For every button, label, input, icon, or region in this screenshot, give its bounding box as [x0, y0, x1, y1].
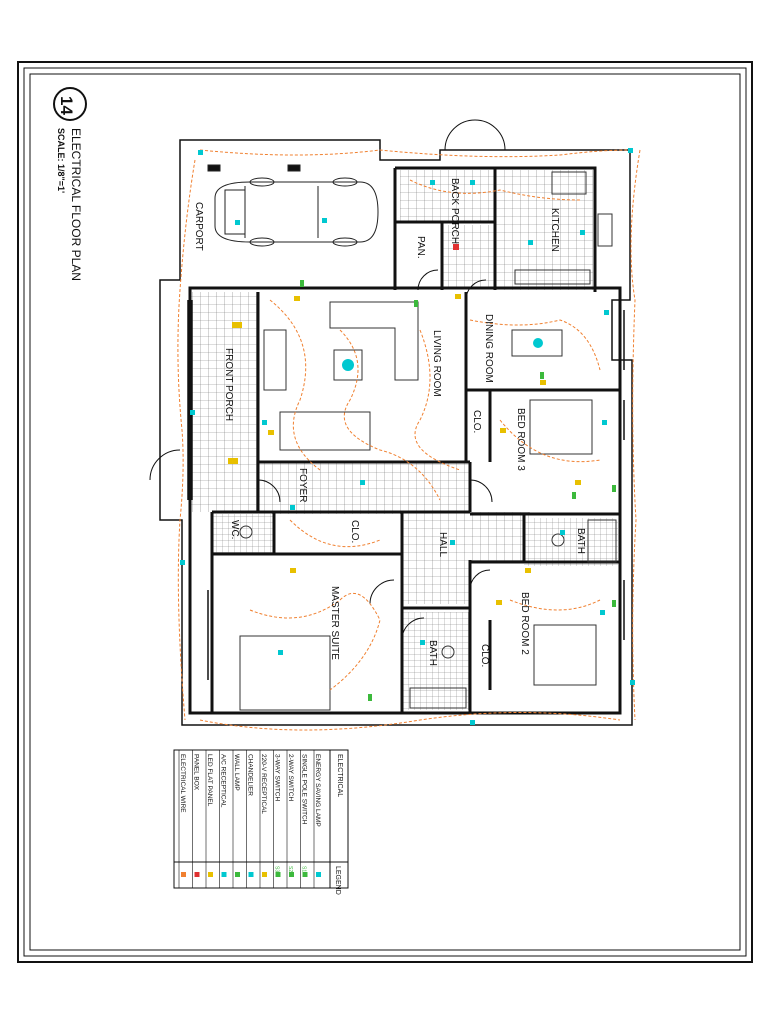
coffee-table	[333, 349, 363, 381]
toilet-bath-1	[551, 533, 565, 547]
sink	[597, 213, 613, 247]
car-icon	[207, 164, 379, 247]
label-closet-bed2: CLO.	[479, 644, 490, 667]
switch-icons	[300, 280, 616, 701]
legend-symbol	[316, 872, 321, 877]
label-bed-room-2: BED ROOM 2	[519, 592, 530, 655]
title-block: 14 ELECTRICAL FLOOR PLAN SCALE: 1/8"=1'	[53, 87, 87, 281]
label-front-porch: FRONT PORCH	[223, 348, 234, 421]
label-bath-1: BATH	[575, 528, 586, 554]
tv-console	[279, 411, 371, 451]
label-living-room: LIVING ROOM	[431, 330, 442, 397]
legend-symbol	[181, 872, 186, 877]
lamp-icons	[180, 148, 635, 725]
legend-item-label: ELECTRICAL WIRE	[179, 754, 186, 813]
legend-item-label: WALL LAMP	[233, 754, 240, 791]
bed-room-2	[533, 624, 597, 686]
legend-symbol	[275, 872, 281, 877]
dining-table	[511, 329, 563, 357]
plan-title: ELECTRICAL FLOOR PLAN	[69, 128, 83, 281]
legend-symbol	[302, 872, 308, 877]
legend-item-label: A/C RECEPTICAL	[220, 754, 227, 808]
drawing-number-circle	[53, 87, 87, 121]
legend-item-label: 220-V RECEPTICAL	[260, 754, 267, 814]
label-foyer: FOYER	[297, 468, 308, 502]
label-bed-room-3: BED ROOM 3	[515, 408, 526, 471]
legend-item-label: 2-WAY SWITCH	[287, 754, 294, 801]
label-bath-2: BATH	[427, 640, 438, 666]
label-closet-bed3: CLO.	[471, 410, 482, 433]
legend-group-label: ELECTRICAL	[336, 754, 343, 797]
legend-symbol	[289, 872, 294, 877]
legend-item-label: ENERGY SAVING LAMP	[314, 754, 321, 827]
legend-symbol	[208, 872, 213, 877]
label-kitchen: KITCHEN	[549, 208, 560, 252]
label-wc: WC.	[229, 520, 240, 539]
label-pantry: PAN.	[415, 236, 426, 259]
bed-room-3	[529, 399, 593, 455]
bathtub-1	[587, 519, 617, 563]
label-carport: CARPORT	[193, 202, 204, 251]
room-labels: CARPORT BACK PORCH KITCHEN PAN. DINING R…	[193, 178, 586, 667]
receptacle-icons	[268, 294, 581, 605]
drawing-number: 14	[57, 96, 76, 115]
label-back-porch: BACK PORCH	[449, 178, 460, 244]
legend-symbol	[194, 872, 200, 877]
legend-item-label: SINGLE POLE SWITCH	[301, 754, 308, 825]
legend-symbol-text: S1	[301, 866, 307, 872]
chandelier-icons	[342, 338, 543, 371]
label-dining-room: DINING ROOM	[483, 314, 494, 383]
toilet-wc	[239, 525, 253, 539]
kitchen-counter	[514, 269, 591, 285]
legend-header: LEGEND	[334, 866, 341, 895]
electrical-wires	[177, 149, 641, 731]
led-panel-icons	[228, 322, 242, 464]
label-closet-foyer: CLO.	[349, 520, 360, 543]
sheet-border	[17, 61, 753, 963]
armchair	[263, 329, 287, 391]
legend-symbol-text: S3	[274, 866, 280, 872]
legend-item-label: LED FLAT PANEL	[206, 754, 213, 807]
plan-scale: SCALE: 1/8"=1'	[56, 128, 66, 193]
tiled-floors	[190, 170, 618, 710]
legend-symbol	[262, 872, 267, 877]
fixtures	[180, 148, 635, 725]
legend-symbol	[248, 872, 254, 877]
bathtub-2	[409, 687, 467, 709]
legend-table: LEGEND ELECTRICAL ENERGY SAVING LAMP SING…	[173, 749, 349, 895]
label-master-suite: MASTER SUITE	[329, 586, 340, 660]
toilet-bath-2	[441, 645, 455, 659]
windows	[187, 300, 625, 680]
panel-box-icon	[453, 244, 459, 250]
legend-item-label: CHANDELIER	[247, 754, 254, 796]
label-hall: HALL	[437, 532, 448, 557]
legend-item-label: 3-WAY SWITCH	[274, 754, 281, 801]
stove	[551, 171, 587, 195]
doors	[149, 119, 506, 641]
legend-symbol	[235, 872, 240, 877]
legend-symbol	[221, 872, 227, 877]
legend-symbol-text: S2	[287, 866, 293, 872]
walls	[188, 166, 622, 715]
bed-master	[239, 635, 331, 711]
legend-item-label: PANEL BOX	[193, 754, 200, 791]
